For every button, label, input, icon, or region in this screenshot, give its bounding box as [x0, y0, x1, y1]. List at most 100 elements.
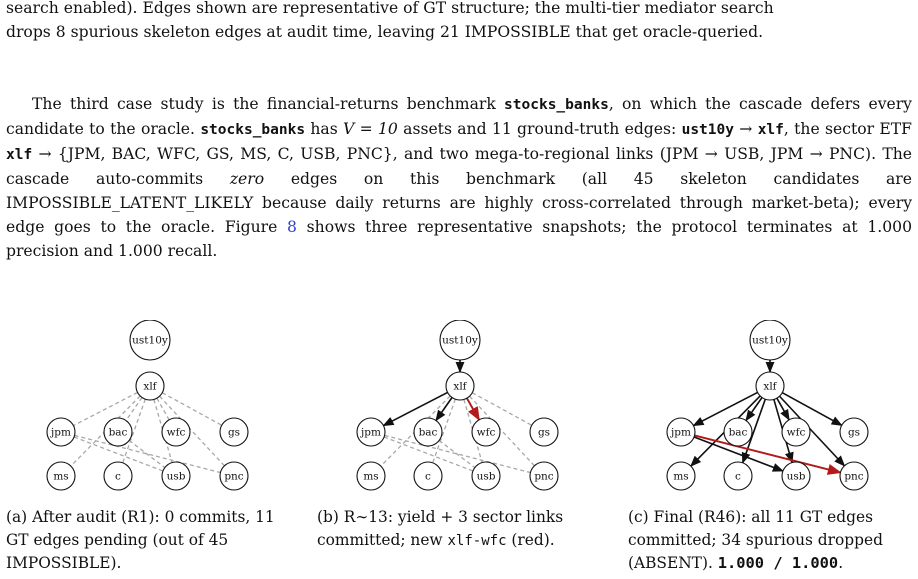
node-gs: gs — [219, 417, 249, 447]
node-pnc: pnc — [219, 461, 249, 491]
node-bac: bac — [413, 417, 443, 447]
node-label-jpm: jpm — [669, 427, 691, 439]
edge-xlf-jpm — [382, 391, 448, 427]
edge-xlf-pnc — [159, 395, 225, 467]
edge-jpm-usb — [693, 436, 784, 472]
node-label-wfc: wfc — [477, 427, 496, 439]
node-xlf: xlf — [755, 371, 785, 401]
caption-b: (b) R∼13: yield + 3 sector links committ… — [317, 508, 564, 549]
node-label-jpm: jpm — [359, 427, 381, 439]
caption-a: (a) After audit (R1): 0 commits, 11 GT e… — [6, 508, 275, 572]
node-label-gs: gs — [228, 427, 240, 439]
node-label-c: c — [735, 471, 741, 483]
node-label-xlf: xlf — [763, 381, 777, 393]
node-pnc: pnc — [839, 461, 869, 491]
node-label-ms: ms — [363, 471, 378, 483]
node-usb: usb — [471, 461, 501, 491]
node-jpm: jpm — [666, 417, 696, 447]
node-label-bac: bac — [729, 427, 748, 439]
edge-xlf-jpm — [692, 391, 758, 427]
node-wfc: wfc — [781, 417, 811, 447]
edge-xlf-c — [432, 398, 456, 464]
node-wfc: wfc — [161, 417, 191, 447]
node-ms: ms — [666, 461, 696, 491]
node-label-jpm: jpm — [49, 427, 71, 439]
node-bac: bac — [723, 417, 753, 447]
node-label-xlf: xlf — [453, 381, 467, 393]
zero-emphasis: zero — [229, 170, 265, 188]
edge-xlf-bac — [435, 397, 453, 422]
node-label-c: c — [425, 471, 431, 483]
node-ms: ms — [46, 461, 76, 491]
node-label-ust10y: ust10y — [132, 335, 168, 347]
node-gs: gs — [529, 417, 559, 447]
node-ust10y: ust10y — [129, 320, 171, 361]
node-jpm: jpm — [356, 417, 386, 447]
node-c: c — [723, 461, 753, 491]
edge-bac-usb — [128, 439, 166, 469]
node-label-xlf: xlf — [143, 381, 157, 393]
node-label-pnc: pnc — [844, 471, 863, 483]
node-label-bac: bac — [109, 427, 128, 439]
code-ust10y: ust10y — [681, 122, 734, 138]
node-label-c: c — [115, 471, 121, 483]
edge-xlf-wfc — [776, 397, 790, 421]
node-label-gs: gs — [848, 427, 860, 439]
node-label-usb: usb — [167, 471, 186, 483]
edge-xlf-usb — [463, 399, 483, 463]
node-label-pnc: pnc — [534, 471, 553, 483]
edge-xlf-gs — [781, 392, 843, 426]
node-label-ust10y: ust10y — [442, 335, 478, 347]
node-c: c — [413, 461, 443, 491]
intro-line-1: search enabled). Edges shown are represe… — [6, 0, 774, 17]
node-ust10y: ust10y — [749, 320, 791, 361]
edge-jpm-usb — [73, 436, 164, 472]
node-ms: ms — [356, 461, 386, 491]
edge-bac-usb — [438, 439, 476, 469]
node-usb: usb — [161, 461, 191, 491]
edge-xlf-pnc — [469, 395, 535, 467]
case-study-paragraph: The third case study is the financial-re… — [6, 95, 913, 260]
benchmark-name: stocks_banks — [504, 97, 609, 113]
node-label-bac: bac — [419, 427, 438, 439]
node-bac: bac — [103, 417, 133, 447]
code-xlf: xlf — [757, 122, 784, 138]
edge-xlf-pnc — [778, 395, 846, 467]
final-score: 1.000 / 1.000 — [717, 554, 839, 572]
graph-panel-b: ust10y xlf jpm bac wfc gs ms c usb pnc — [356, 320, 559, 491]
code-xlf: xlf — [6, 147, 33, 163]
node-xlf: xlf — [445, 371, 475, 401]
node-ust10y: ust10y — [439, 320, 481, 361]
graph-panel-c: ust10y xlf jpm bac wfc gs ms c usb pnc — [666, 320, 869, 491]
node-label-usb: usb — [477, 471, 496, 483]
node-pnc: pnc — [529, 461, 559, 491]
caption-c: (c) Final (R46): all 11 GT edges committ… — [628, 508, 883, 572]
node-label-pnc: pnc — [224, 471, 243, 483]
edge-xlf-gs — [161, 392, 223, 426]
edge-xlf-jpm — [73, 391, 138, 427]
v-equation: V = 10 — [343, 120, 398, 138]
node-label-ms: ms — [673, 471, 688, 483]
edge-xlf-wfc — [466, 397, 480, 422]
figure-link[interactable]: 8 — [287, 218, 297, 236]
node-gs: gs — [839, 417, 869, 447]
node-label-gs: gs — [538, 427, 550, 439]
code-xlf-wfc: xlf-wfc — [447, 533, 507, 549]
intro-paragraph: search enabled). Edges shown are represe… — [6, 0, 912, 44]
node-label-ms: ms — [53, 471, 68, 483]
node-wfc: wfc — [471, 417, 501, 447]
edge-xlf-c — [741, 398, 767, 464]
intro-line-2: drops 8 spurious skeleton edges at audit… — [6, 23, 764, 41]
node-label-ust10y: ust10y — [752, 335, 788, 347]
benchmark-name: stocks_banks — [200, 122, 306, 138]
node-label-wfc: wfc — [167, 427, 186, 439]
edge-xlf-usb — [153, 399, 173, 463]
node-xlf: xlf — [135, 371, 165, 401]
edge-xlf-bac — [745, 397, 763, 422]
edge-xlf-bac — [125, 397, 143, 421]
node-label-usb: usb — [787, 471, 806, 483]
node-label-wfc: wfc — [787, 427, 806, 439]
graph-panel-a: ust10y xlf jpm bac wfc gs ms c usb pnc — [46, 320, 249, 491]
edge-jpm-pnc — [694, 434, 842, 475]
node-usb: usb — [781, 461, 811, 491]
